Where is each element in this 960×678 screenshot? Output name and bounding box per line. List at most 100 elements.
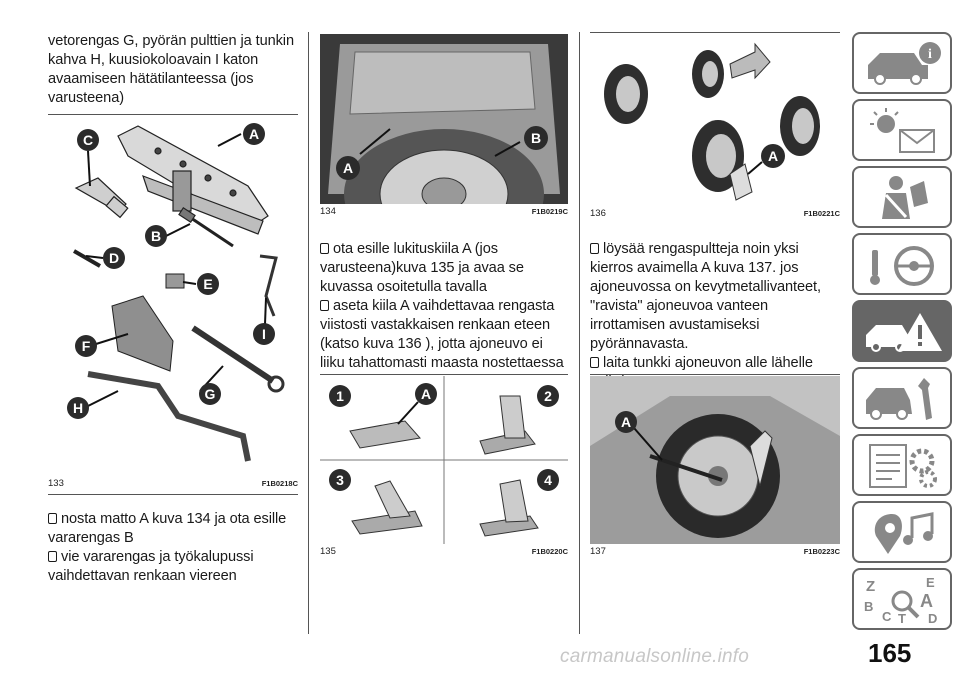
index-letter: C [882, 609, 892, 624]
step-1: 1 [336, 388, 344, 404]
figure-code: F1B0221C [803, 209, 840, 218]
bullet-list: löysää rengaspultteja noin yksi kierros … [590, 240, 840, 392]
figure-caption: 135 F1B0220C [320, 544, 568, 557]
tab-safety[interactable] [852, 166, 952, 228]
column-divider-2 [579, 32, 580, 634]
label-A: A [421, 386, 431, 402]
figure-code: F1B0218C [261, 479, 298, 488]
label-A: A [621, 414, 631, 430]
bullet-item: vie vararengas ja työkalupussi vaihdetta… [48, 549, 254, 584]
tab-index[interactable]: Z E B A C T D [852, 568, 952, 630]
label-B: B [151, 228, 161, 244]
svg-text:i: i [928, 47, 932, 62]
rule [48, 494, 298, 495]
label-C: C [83, 132, 93, 148]
rule [590, 32, 840, 33]
figure-137: A 137 F1B0223C [590, 376, 840, 557]
checkbox-icon [48, 551, 57, 562]
bullet-item: löysää rengaspultteja noin yksi kierros … [590, 241, 821, 352]
handle-illustration [87, 371, 251, 462]
bullet-item: nosta matto A kuva 134 ja ota esille var… [48, 511, 287, 546]
label-F: F [82, 338, 91, 354]
figure-caption: 134 F1B0219C [320, 204, 568, 217]
index-letter: D [928, 611, 937, 625]
tab-maintenance[interactable] [852, 367, 952, 429]
figure-number: 134 [320, 206, 336, 217]
tow-hook-illustration [73, 249, 101, 268]
tow-eye-illustration [191, 325, 285, 393]
figure-caption: 133 F1B0218C [48, 476, 298, 489]
label-E: E [203, 276, 212, 292]
figure-caption: 136 F1B0221C [590, 206, 840, 219]
jack-illustration [117, 125, 269, 235]
magnifier-icon [891, 590, 913, 612]
steering-wheel-icon [870, 246, 934, 286]
loosening-bolts-illustration: A [590, 376, 840, 544]
label-A: A [768, 148, 778, 164]
tab-driving[interactable] [852, 233, 952, 295]
step-4: 4 [544, 472, 552, 488]
figure-136: A 136 F1B0221C [590, 34, 840, 219]
index-letter: B [864, 599, 873, 614]
checkbox-icon [320, 300, 329, 311]
checkbox-icon [48, 513, 57, 524]
label-H: H [73, 400, 83, 416]
checkbox-icon [590, 243, 599, 254]
bullet-list: ota esille lukituskiila A (jos varusteen… [320, 240, 568, 373]
figure-code: F1B0219C [531, 207, 568, 216]
figure-number: 136 [590, 208, 606, 219]
intro-paragraph: vetorengas G, pyörän pulttien ja tunkin … [48, 33, 294, 106]
tab-car-info[interactable]: i [852, 32, 952, 94]
label-A: A [343, 160, 353, 176]
emergency-icon [866, 313, 942, 352]
step-2: 2 [544, 388, 552, 404]
car-info-icon: i [868, 42, 941, 85]
tool-kit-illustration: A C B D E I F G H [67, 123, 285, 462]
trunk-illustration: A B [320, 34, 568, 204]
rule [590, 374, 840, 375]
index-letter: Z [866, 578, 875, 595]
index-letter: T [898, 611, 906, 625]
tab-warning-lights[interactable] [852, 99, 952, 161]
figure-133: A C B D E I F G H 133 F1B0218C [48, 116, 298, 489]
hex-key-illustration [259, 254, 278, 317]
technical-data-icon [869, 444, 937, 488]
rule [48, 114, 298, 115]
bullet-item: aseta kiila A vaihdettavaa rengasta viis… [320, 298, 564, 371]
index-letter: E [926, 575, 935, 590]
watermark: carmanualsonline.info [560, 646, 750, 667]
figure-134: A B 134 F1B0219C [320, 34, 568, 217]
step-3: 3 [336, 472, 344, 488]
socket-illustration [74, 177, 129, 219]
figure-135: 1 A 2 3 4 135 F1B0220C [320, 376, 568, 557]
label-A: A [249, 126, 259, 142]
airbag-icon [882, 176, 928, 219]
wheels-wedge-illustration: A [604, 42, 820, 201]
figure-code: F1B0220C [531, 547, 568, 556]
figure-caption: 137 F1B0223C [590, 544, 840, 557]
figure-number: 133 [48, 478, 64, 489]
index-letter: A [920, 591, 933, 611]
figure-code: F1B0223C [803, 547, 840, 556]
bullet-list: nosta matto A kuva 134 ja ota esille var… [48, 510, 298, 586]
index-icon: Z E B A C T D [864, 575, 937, 625]
bullet-item: ota esille lukituskiila A (jos varusteen… [320, 241, 524, 295]
wedge-illustration [111, 295, 174, 372]
checkbox-icon [320, 243, 329, 254]
label-G: G [205, 386, 216, 402]
figure-number: 137 [590, 546, 606, 557]
tab-multimedia[interactable] [852, 501, 952, 563]
nut-illustration [165, 273, 185, 289]
maintenance-icon [866, 378, 932, 420]
label-I: I [262, 326, 266, 342]
tab-emergency[interactable] [852, 300, 952, 362]
wedge-steps-illustration: 1 A 2 3 4 [320, 376, 568, 544]
multimedia-icon [874, 512, 934, 554]
warning-lights-icon [870, 108, 935, 153]
screwdriver-illustration [178, 207, 234, 248]
label-badges: A C B D E I F G H [67, 123, 275, 419]
column-divider-1 [308, 32, 309, 634]
figure-number: 135 [320, 546, 336, 557]
tab-technical-data[interactable] [852, 434, 952, 496]
page-number: 165 [868, 638, 912, 668]
